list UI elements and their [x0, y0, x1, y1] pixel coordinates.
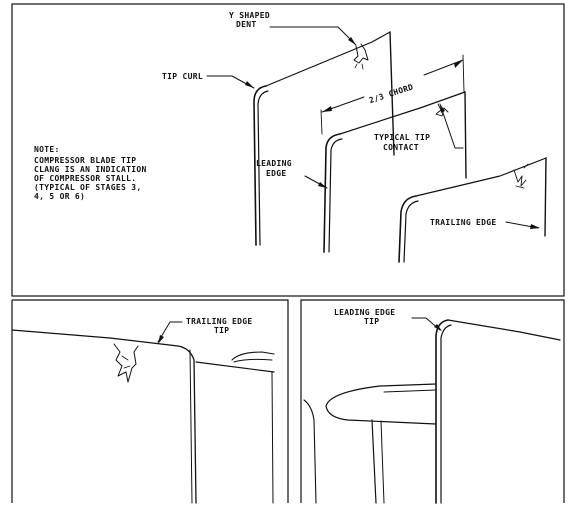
y-shaped-dent	[353, 43, 369, 70]
blade-2	[323, 91, 467, 253]
bottom-right-panel: LEADING EDGE TIP	[300, 299, 565, 504]
bottom-left-panel: TRAILING EDGE TIP	[11, 299, 289, 504]
note-line-3: OF COMPRESSOR STALL.	[34, 174, 136, 183]
top-panel-frame	[11, 3, 565, 297]
leading-edge-tip-label: LEADING EDGE	[334, 308, 395, 317]
note-line-5: 4, 5 OR 6)	[34, 192, 85, 201]
typical-tip-contact-label-2: CONTACT	[383, 143, 419, 152]
note-line-4: (TYPICAL OF STAGES 3,	[34, 183, 141, 192]
typical-tip-contact	[435, 103, 449, 117]
bottom-right-panel-frame	[300, 299, 565, 503]
note-line-1: COMPRESSOR BLADE TIP	[34, 156, 136, 165]
trailing-edge-tip-label-2: TIP	[214, 326, 229, 335]
y-shaped-dent-label-2: DENT	[236, 20, 256, 29]
top-leaders	[206, 26, 540, 229]
typical-tip-contact-label: TYPICAL TIP	[374, 133, 430, 142]
leading-edge-tip-label-2: TIP	[364, 317, 379, 326]
leading-edge-label: LEADING	[256, 159, 292, 168]
bottom-left-panel-frame	[11, 299, 289, 503]
leading-edge-label-2: EDGE	[266, 169, 286, 178]
top-panel: Y SHAPED DENT TIP CURL 2/3 CHORD TYPICAL…	[11, 3, 565, 297]
blade-1	[253, 31, 395, 246]
chord-arrow-left	[322, 106, 332, 112]
chord-dimension	[320, 54, 465, 135]
trailing-edge-label: TRAILING EDGE	[430, 218, 497, 227]
trailing-edge-tip-label: TRAILING EDGE	[186, 317, 253, 326]
note-line-2: CLANG IS AN INDICATION	[34, 165, 147, 174]
y-shaped-dent-label: Y SHAPED	[229, 11, 270, 20]
note-block: NOTE: COMPRESSOR BLADE TIP CLANG IS AN I…	[34, 145, 147, 201]
tip-curl-label: TIP CURL	[162, 72, 203, 81]
blade-3	[398, 157, 547, 263]
chord-arrow-right	[454, 60, 463, 68]
note-heading: NOTE:	[34, 145, 60, 154]
